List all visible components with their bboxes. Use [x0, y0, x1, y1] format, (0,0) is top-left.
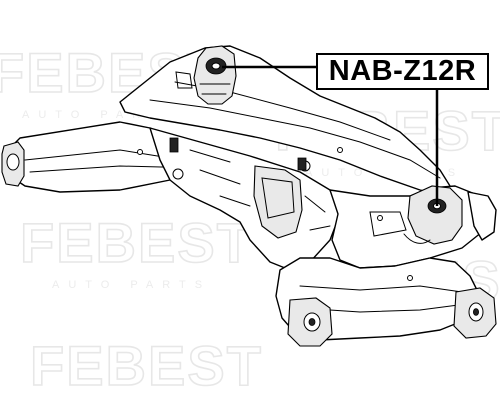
front-left-mount-core	[308, 318, 316, 326]
watermark-brand-3: FEBEST	[20, 211, 253, 274]
rear-right-mount	[407, 185, 463, 245]
small-hole-4	[377, 215, 383, 221]
center-bracket-slot	[261, 177, 295, 219]
small-hole-3	[407, 275, 413, 281]
center-stud	[169, 137, 179, 153]
right-arm-detail	[369, 211, 431, 244]
subframe-drawing	[1, 45, 497, 347]
small-hole-1	[137, 149, 143, 155]
front-right-mount-core	[472, 308, 479, 316]
center-stud-2	[297, 157, 307, 171]
watermark-brand-5: FEBEST	[30, 334, 263, 397]
rear-left-bushing-core	[211, 62, 221, 70]
center-bolt-1	[172, 168, 184, 180]
part-number-text: NAB-Z12R	[328, 55, 477, 87]
left-bushing-hole	[6, 153, 20, 171]
leader-lines	[222, 65, 439, 206]
watermark-tagline-3: AUTO PARTS	[52, 279, 211, 291]
subframe-right-tip	[467, 191, 497, 241]
part-number-label: NAB-Z12R	[316, 53, 489, 90]
crossmember-edge	[149, 99, 441, 179]
mount-detail	[175, 71, 231, 95]
center-body-ribs	[189, 149, 331, 231]
small-hole-2	[337, 147, 343, 153]
center-bracket	[253, 165, 303, 239]
rear-left-mount	[193, 45, 237, 105]
